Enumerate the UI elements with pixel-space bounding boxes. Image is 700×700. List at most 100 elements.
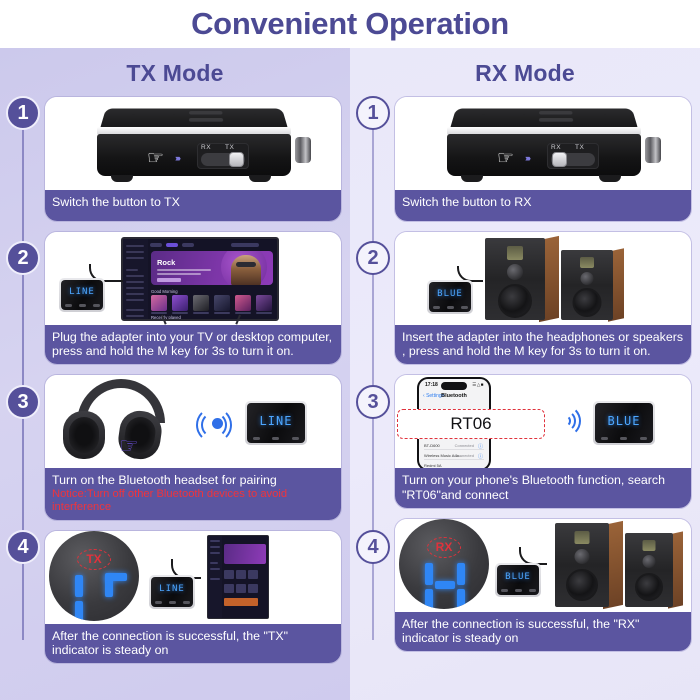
tx-mode-heading: TX Mode [126, 60, 224, 86]
bluetooth-adapter-device: RX TX ›››› ☞ [89, 107, 311, 183]
adapter-device-display: LINE [245, 401, 307, 446]
tx-step-3-caption: Turn on the Bluetooth headset for pairin… [45, 468, 341, 520]
rx-step-1-caption-text: Switch the button to RX [402, 195, 532, 209]
phone-notch [441, 382, 467, 391]
rx-step-2-card: BLUE Insert the adapter into the headpho… [394, 231, 692, 366]
tv-section-1-title: Good Morning [151, 289, 178, 294]
tx-step-number-4: 4 [6, 530, 40, 564]
pointing-hand-icon: ☞ [497, 148, 515, 169]
tv-hero-title: Rock [157, 258, 176, 267]
switch-label-rx: RX [551, 144, 562, 151]
tx-step-3-caption-text: Turn on the Bluetooth headset for pairin… [52, 473, 277, 488]
tx-step-rail [22, 120, 24, 640]
rx-mode-heading: RX Mode [475, 60, 575, 86]
tx-step-3-card: ☞ LINE [44, 374, 342, 521]
adapter-led-display: LINE [159, 583, 185, 594]
tx-step-4-caption: After the connection is successful, the … [45, 623, 341, 664]
adapter-led-display: BLUE [607, 414, 641, 429]
rx-step-4-image: RX BLUE [395, 518, 691, 612]
indicator-label-badge: RX [427, 536, 461, 558]
volume-knob-icon [295, 137, 311, 163]
rx-step-4-card: RX BLUE [394, 517, 692, 653]
tx-step-3-notice: Notice:Turn off other Bluetooth devices … [52, 487, 288, 513]
adapter-device-small: LINE [59, 278, 105, 312]
switch-label-tx: TX [225, 144, 235, 151]
bluetooth-adapter-device: RX TX ›››› ☞ [439, 107, 661, 183]
adapter-led-display: LINE [259, 414, 293, 429]
rx-step-3-card: 17:18 ☰△■ ‹ Settings Bluetooth BT-D600 C… [394, 374, 692, 509]
bluetooth-headphones-icon: ☞ [57, 377, 183, 465]
tv-hero-banner: Rock [151, 251, 273, 285]
rx-step-3-image: 17:18 ☰△■ ‹ Settings Bluetooth BT-D600 C… [395, 375, 691, 469]
tx-steps-list: RX TX ›››› ☞ Switch the button to TX [44, 96, 344, 665]
tx-step-2-card: Rock Good Morning [44, 231, 342, 366]
tx-step-1-image: RX TX ›››› ☞ [45, 97, 341, 190]
bluetooth-signal-icon [547, 405, 587, 439]
speaker-left-icon [485, 235, 559, 323]
rx-step-2-image: BLUE [395, 232, 691, 325]
rx-step-4-caption-text: After the connection is successful, the … [402, 616, 640, 646]
rx-step-number-3: 3 [356, 385, 390, 419]
phone-screen-title: Bluetooth [441, 393, 467, 400]
speaker-right-icon [561, 248, 624, 322]
phone-status-icons: ☰△■ [472, 382, 484, 388]
adapter-led-display: BLUE [437, 289, 463, 299]
rx-step-3-caption-text: Turn on your phone's Bluetooth function,… [402, 473, 665, 502]
phone-device-name: Redmi 5A [424, 463, 442, 469]
phone-device-row: Redmi 5A [424, 461, 484, 468]
rx-step-number-1: 1 [356, 96, 390, 130]
phone-device-row: Wireless Music Ada... Connected ⓘ [424, 451, 484, 461]
rx-step-2-caption-text: Insert the adapter into the headphones o… [402, 330, 684, 359]
tx-step-2-caption-text: Plug the adapter into your TV or desktop… [52, 330, 333, 359]
tx-step-1-card: RX TX ›››› ☞ Switch the button to TX [44, 96, 342, 222]
rx-step-number-2: 2 [356, 241, 390, 275]
arrow-icon: ›››› [175, 153, 181, 163]
switch-label-tx: TX [575, 144, 585, 151]
television-icon: Rock Good Morning [121, 237, 279, 325]
tx-step-number-1: 1 [6, 96, 40, 130]
adapter-led-display: LINE [69, 287, 95, 297]
mode-switch-thumb [229, 152, 244, 167]
rx-step-1-image: RX TX ›››› ☞ [395, 97, 691, 190]
rx-step-1-caption: Switch the button to RX [395, 190, 691, 221]
tx-step-2-image: Rock Good Morning [45, 232, 341, 325]
adapter-device-small: LINE [149, 574, 195, 609]
indicator-magnifier: RX [399, 518, 489, 609]
bluetooth-signal-icon [195, 407, 239, 444]
volume-knob-icon [645, 137, 661, 163]
mode-switch-thumb [552, 152, 567, 167]
rx-mode-column: RX Mode 1 2 3 4 RX [350, 48, 700, 700]
pointing-hand-icon: ☞ [147, 148, 165, 169]
device-name-callout: RT06 [397, 409, 545, 440]
connection-cable [89, 264, 123, 282]
television-small-icon [207, 534, 269, 619]
rx-step-number-4: 4 [356, 530, 390, 564]
rx-step-rail [372, 120, 374, 640]
tx-step-number-3: 3 [6, 385, 40, 419]
indicator-label-badge: TX [77, 548, 111, 570]
tapping-hand-icon: ☞ [119, 433, 139, 459]
indicator-magnifier: TX [49, 530, 139, 621]
tx-step-4-image: TX LINE [45, 530, 341, 624]
switch-label-rx: RX [201, 144, 212, 151]
adapter-device-display: BLUE [593, 401, 655, 446]
tx-step-4-card: TX LINE [44, 529, 342, 665]
phone-device-status: Connected [454, 443, 474, 449]
phone-device-status: Connected [454, 453, 474, 459]
tx-step-number-2: 2 [6, 241, 40, 275]
rx-step-4-caption: After the connection is successful, the … [395, 611, 691, 652]
phone-device-name: BT-D600 [424, 443, 440, 449]
phone-back-link: ‹ Settings [423, 393, 445, 400]
mode-columns: TX Mode 1 2 3 4 RX [0, 48, 700, 700]
tv-section-2-title: Recently played [151, 315, 181, 320]
rx-step-2-caption: Insert the adapter into the headphones o… [395, 325, 691, 365]
speaker-right-icon [625, 531, 683, 609]
rx-step-1-card: RX TX ›››› ☞ Switch the button to RX [394, 96, 692, 222]
tx-step-1-caption: Switch the button to TX [45, 190, 341, 221]
tx-mode-column: TX Mode 1 2 3 4 RX [0, 48, 350, 700]
adapter-led-display: BLUE [505, 571, 531, 582]
rx-step-3-caption: Turn on your phone's Bluetooth function,… [395, 468, 691, 508]
tx-step-1-caption-text: Switch the button to TX [52, 195, 180, 209]
tx-step-2-caption: Plug the adapter into your TV or desktop… [45, 325, 341, 365]
